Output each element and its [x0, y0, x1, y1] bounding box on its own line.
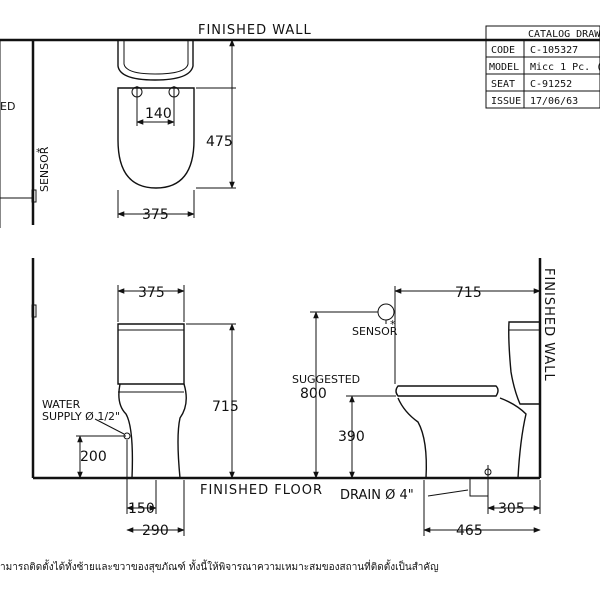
dim-150: 150	[128, 501, 155, 517]
plan-view: FINISHED WALL ED * SENSOR 140 475 375	[0, 23, 600, 228]
table-key-seat: SEAT	[491, 79, 515, 90]
dim-305: 305	[498, 501, 525, 517]
finished-floor-label: FINISHED FLOOR	[200, 483, 323, 498]
sensor-asterisk: *	[390, 318, 396, 331]
tank-front	[117, 323, 185, 385]
water-label-1: WATER	[42, 398, 81, 411]
table-value-seat: C-91252	[530, 79, 572, 90]
sensor-box-front	[31, 304, 37, 318]
bowl-front	[118, 383, 187, 479]
left-partial-label: ED	[0, 100, 15, 113]
table-key-issue: ISSUE	[491, 96, 521, 107]
dim-375-plan: 375	[142, 207, 169, 223]
suggested-label: SUGGESTED	[292, 373, 360, 386]
catalog-info-table: CATALOG DRAWI CODE C-105327 MODEL Micc 1…	[485, 25, 600, 109]
dim-390: 390	[338, 429, 365, 445]
water-supply-leader	[94, 418, 125, 435]
dim-465: 465	[456, 523, 483, 539]
drain-leader	[427, 489, 469, 497]
table-key-model: MODEL	[489, 62, 519, 73]
dim-200: 200	[80, 449, 107, 465]
bowl-outline-plan	[117, 87, 195, 189]
dim-290: 290	[142, 523, 169, 539]
footer-note: ามารถติดตั้งได้ทั้งซ้ายและขวาของสุขภัณฑ์…	[0, 559, 439, 573]
sensor-label-side: SENSOR	[38, 146, 51, 192]
dim-475: 475	[206, 134, 233, 150]
seat-side	[395, 385, 499, 397]
table-value-model: Micc 1 Pc. (1	[530, 62, 600, 73]
sensor-asterisk-side: *	[36, 146, 42, 159]
front-view: FINISHED FLOOR WATER SUPPLY Ø 1/2" 375 7…	[31, 258, 540, 539]
table-header: CATALOG DRAWI	[528, 29, 600, 40]
dim-800: 800	[300, 386, 327, 402]
sensor-label-top: SENSOR	[352, 325, 398, 338]
finished-wall-label-top: FINISHED WALL	[198, 23, 312, 38]
dim-715-front: 715	[212, 399, 239, 415]
tank-outline-plan	[117, 40, 194, 81]
dim-715-side: 715	[455, 285, 482, 301]
dim-140: 140	[145, 106, 172, 122]
finished-wall-label-right: FINISHED WALL	[541, 268, 556, 382]
drain-label: DRAIN Ø 4"	[340, 488, 414, 503]
tank-inner-plan	[123, 40, 189, 75]
tank-side	[508, 321, 541, 405]
sensor-box-side	[31, 189, 37, 203]
side-view: FINISHED WALL SENSOR * DRAIN Ø 4" 715 SU…	[292, 258, 556, 539]
dim-375-front: 375	[138, 285, 165, 301]
bowl-side-back	[499, 397, 527, 479]
table-value-code: C-105327	[530, 45, 578, 56]
table-value-issue: 17/06/63	[530, 96, 578, 107]
table-key-code: CODE	[491, 45, 515, 56]
table-frame	[485, 25, 600, 109]
drain-pipe	[469, 478, 489, 497]
bowl-side-front	[397, 397, 428, 479]
water-label-2: SUPPLY Ø 1/2"	[42, 410, 120, 423]
